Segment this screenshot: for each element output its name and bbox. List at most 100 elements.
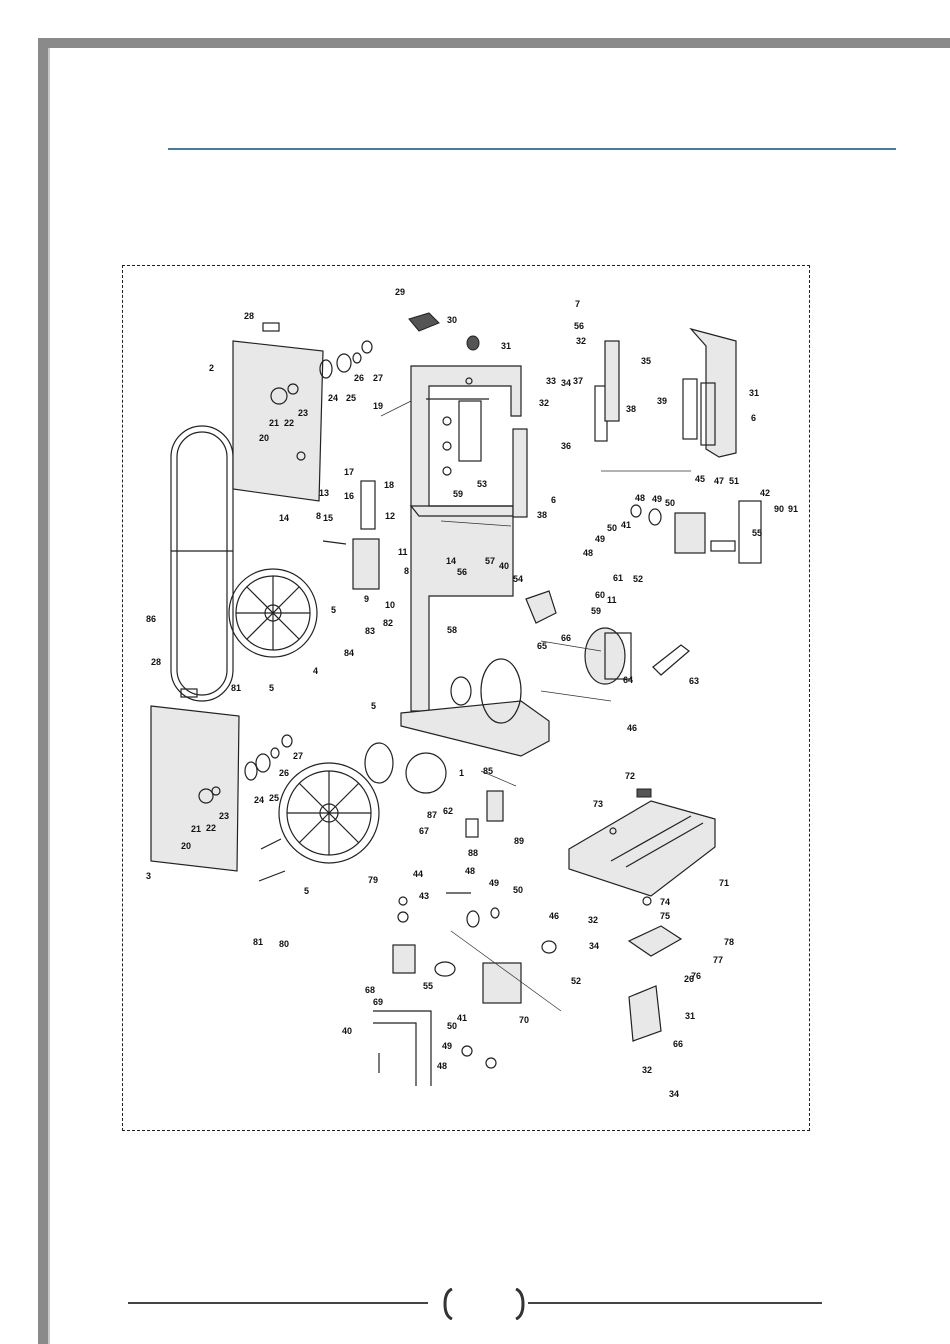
label-part: 41 (621, 520, 631, 530)
fasteners (258, 480, 652, 1073)
label-part: 6 (551, 495, 556, 505)
label-part: 19 (373, 401, 383, 411)
label-part: 16 (344, 491, 354, 501)
label-part: 39 (657, 396, 667, 406)
label-part: 57 (485, 556, 495, 566)
label-part: 26 (684, 974, 694, 984)
label-part: 50 (447, 1021, 457, 1031)
page-frame-top (38, 38, 950, 48)
label-part: 40 (342, 1026, 352, 1036)
label-part: 11 (607, 595, 617, 605)
label-part: 49 (442, 1041, 452, 1051)
label-part: 5 (331, 605, 336, 615)
label-part: 22 (206, 823, 216, 833)
label-part: 52 (633, 574, 643, 584)
label-part: 44 (413, 869, 423, 879)
label-part: 40 (499, 561, 509, 571)
label-part: 24 (254, 795, 264, 805)
label-part: 28 (244, 311, 254, 321)
label-part: 46 (549, 911, 559, 921)
label-part: 61 (613, 573, 623, 583)
label-part: 49 (489, 878, 499, 888)
label-part: 48 (437, 1061, 447, 1071)
label-part: 77 (713, 955, 723, 965)
label-part: 75 (660, 911, 670, 921)
label-part: 28 (151, 657, 161, 667)
label-part: 88 (468, 848, 478, 858)
footer-rule-left (128, 1302, 428, 1304)
lower-blade-guide (392, 907, 557, 1004)
lower-door-knob-parts (244, 734, 293, 781)
lower-door (150, 688, 240, 872)
label-part: 32 (588, 915, 598, 925)
label-part: 71 (719, 878, 729, 888)
label-part: 73 (593, 799, 603, 809)
label-part: 38 (626, 404, 636, 414)
label-part: 21 (191, 824, 201, 834)
top-cap (408, 312, 480, 351)
label-part: 26 (354, 373, 364, 383)
label-part: 60 (595, 590, 605, 600)
label-part: 76 (691, 971, 701, 981)
label-part: 15 (323, 513, 333, 523)
work-table (568, 788, 716, 897)
label-part: 37 (573, 376, 583, 386)
label-part: 41 (457, 1013, 467, 1023)
label-part: 31 (685, 1011, 695, 1021)
label-part: 8 (316, 511, 321, 521)
label-part: 48 (583, 548, 593, 558)
label-part: 48 (465, 866, 475, 876)
label-part: 33 (546, 376, 556, 386)
label-part: 34 (589, 941, 599, 951)
label-part: 6 (751, 413, 756, 423)
label-part: 18 (384, 480, 394, 490)
lower-frame-corner (373, 1010, 432, 1086)
label-part: 25 (269, 793, 279, 803)
label-part: 66 (561, 633, 571, 643)
label-part: 59 (453, 489, 463, 499)
label-part: 9 (364, 594, 369, 604)
exploded-parts-diagram: 1 2 3 4 5 5 5 5 6 6 7 8 8 9 10 11 11 12 … (122, 265, 810, 1131)
label-part: 46 (627, 723, 637, 733)
label-part: 68 (365, 985, 375, 995)
label-part: 14 (279, 513, 289, 523)
footer-rule-right (528, 1302, 822, 1304)
label-part: 35 (641, 356, 651, 366)
switch (465, 790, 504, 838)
page-frame-left (38, 38, 48, 1344)
label-part: 58 (447, 625, 457, 635)
label-part: 8 (404, 566, 409, 576)
label-part: 54 (513, 574, 523, 584)
label-part: 4 (313, 666, 318, 676)
main-frame (400, 365, 550, 757)
label-part: 30 (447, 315, 457, 325)
label-part: 24 (328, 393, 338, 403)
label-part: 56 (457, 567, 467, 577)
footer-bracket-left (443, 1288, 453, 1320)
label-part: 45 (695, 474, 705, 484)
label-part: 55 (423, 981, 433, 991)
pulley-and-belt (364, 676, 472, 794)
label-part: 55 (752, 528, 762, 538)
label-part: 5 (304, 886, 309, 896)
label-part: 51 (729, 476, 739, 486)
label-part: 50 (607, 523, 617, 533)
label-part: 52 (571, 976, 581, 986)
label-part: 90 (774, 504, 784, 514)
label-part: 13 (319, 488, 329, 498)
label-part: 84 (344, 648, 354, 658)
label-part: 43 (419, 891, 429, 901)
lower-guide-assembly (630, 500, 762, 564)
upper-wheel (228, 568, 318, 658)
label-part: 21 (269, 418, 279, 428)
label-part: 12 (385, 511, 395, 521)
header-rule (168, 148, 896, 150)
label-part: 32 (642, 1065, 652, 1075)
label-part: 7 (575, 299, 580, 309)
label-part: 80 (279, 939, 289, 949)
label-part: 34 (669, 1089, 679, 1099)
label-part: 5 (269, 683, 274, 693)
label-part: 70 (519, 1015, 529, 1025)
trunnion (627, 925, 683, 1042)
label-part: 1 (459, 768, 464, 778)
